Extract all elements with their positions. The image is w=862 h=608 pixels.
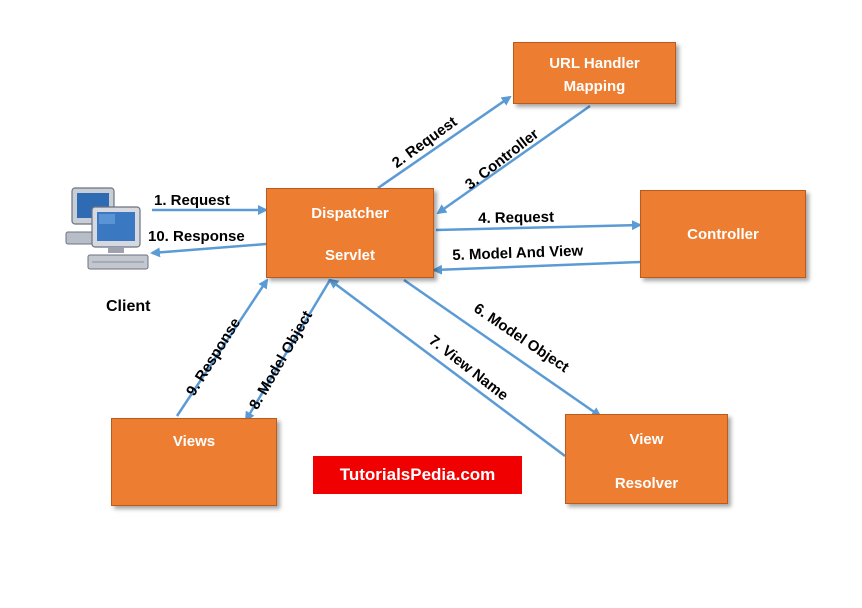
view-resolver-label-line2: Resolver xyxy=(614,475,679,492)
url-handler-mapping-box: URL Handler Mapping xyxy=(513,42,676,104)
arrow-9-response xyxy=(175,278,269,417)
view-resolver-box: View Resolver xyxy=(565,414,728,504)
controller-label: Controller xyxy=(687,225,759,243)
arrow-8-model-object xyxy=(244,279,332,422)
views-box: Views xyxy=(111,418,277,506)
dispatcher-label-line1: Dispatcher xyxy=(311,205,389,222)
edge-label-10: 10. Response xyxy=(148,228,245,245)
url-handler-label-line1: URL Handler xyxy=(549,55,640,72)
arrow-5-model-and-view xyxy=(432,260,641,275)
arrow-3-controller xyxy=(436,104,591,215)
dispatcher-label-line2: Servlet xyxy=(324,247,376,264)
arrow-2-request xyxy=(377,95,512,190)
arrow-7-view-name xyxy=(328,278,566,458)
views-label: Views xyxy=(172,433,216,450)
client-label: Client xyxy=(106,298,151,315)
tutorialspedia-brand-badge: TutorialsPedia.com xyxy=(313,456,522,494)
dispatcher-servlet-box: Dispatcher Servlet xyxy=(266,188,434,278)
controller-box: Controller xyxy=(640,190,806,278)
url-handler-label-line2: Mapping xyxy=(563,78,626,95)
view-resolver-label-line1: View xyxy=(629,431,664,448)
arrow-4-request xyxy=(435,220,642,232)
edge-label-1: 1. Request xyxy=(154,192,230,209)
computer-network-icon xyxy=(65,187,149,270)
arrow-6-model-object xyxy=(403,278,602,418)
edge-label-4: 4. Request xyxy=(478,208,555,227)
arrow-10-response xyxy=(150,242,267,258)
